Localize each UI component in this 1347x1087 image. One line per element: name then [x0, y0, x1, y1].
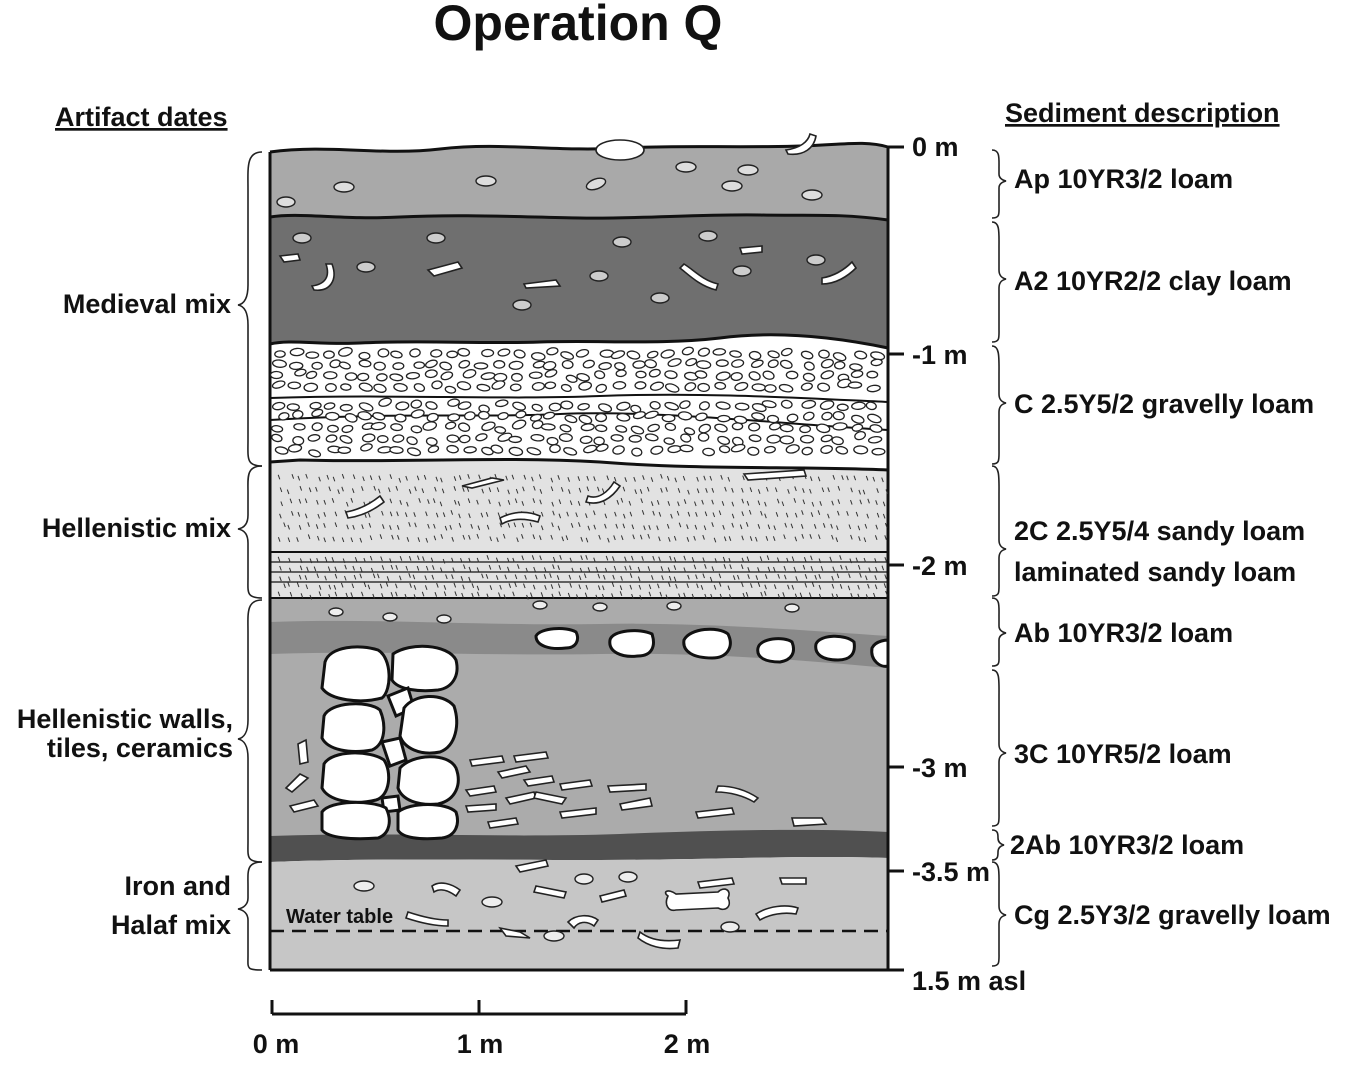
horizontal-scale-bar: 0 m 1 m 2 m [253, 1000, 711, 1059]
artifact-date-braces [237, 151, 263, 971]
sediment-2c-line2: laminated sandy loam [1014, 557, 1296, 587]
sediment-ap: Ap 10YR3/2 loam [1014, 164, 1233, 194]
layer-ap [270, 143, 888, 220]
artifact-date-hellenistic: Hellenistic mix [42, 513, 231, 543]
artifact-dates-header: Artifact dates [55, 102, 228, 132]
sediment-braces [991, 149, 1007, 967]
scale-label-1m: 1 m [457, 1029, 504, 1059]
layer-cg [270, 857, 888, 970]
depth-label-3-5m: -3.5 m [912, 857, 990, 887]
depth-label-3m: -3 m [912, 753, 968, 783]
artifact-fragments [276, 132, 858, 950]
sediment-c: C 2.5Y5/2 gravelly loam [1014, 389, 1314, 419]
stone-wall [320, 644, 460, 841]
layer-c-gravel [270, 334, 888, 470]
artifact-date-iron-line2: Halaf mix [111, 910, 231, 940]
scale-label-2m: 2 m [664, 1029, 711, 1059]
sediment-2c-line1: 2C 2.5Y5/4 sandy loam [1014, 516, 1305, 546]
sediment-cg: Cg 2.5Y3/2 gravelly loam [1014, 900, 1331, 930]
layer-a2 [270, 214, 888, 348]
depth-label-0m: 0 m [912, 132, 959, 162]
diagram-title: Operation Q [434, 0, 723, 51]
depth-label-2m: -2 m [912, 551, 968, 581]
depth-axis: 0 m -1 m -2 m -3 m -3.5 m 1.5 m asl [888, 132, 1026, 996]
depth-label-1m: -1 m [912, 340, 968, 370]
layer-2c-sandy [270, 459, 888, 598]
sediment-2ab: 2Ab 10YR3/2 loam [1010, 830, 1244, 860]
artifact-date-iron-line1: Iron and [125, 871, 232, 901]
sediment-a2: A2 10YR2/2 clay loam [1014, 266, 1292, 296]
artifact-date-hellenistic-walls-line2: tiles, ceramics [47, 733, 233, 763]
artifact-date-medieval: Medieval mix [63, 289, 231, 319]
scale-label-0m: 0 m [253, 1029, 300, 1059]
sediment-description-header: Sediment description [1005, 98, 1280, 128]
water-table-label: Water table [286, 906, 393, 928]
artifact-date-labels: Medieval mix Hellenistic mix Hellenistic… [17, 289, 233, 940]
depth-label-asl: 1.5 m asl [912, 966, 1026, 996]
sediment-labels: Ap 10YR3/2 loam A2 10YR2/2 clay loam C 2… [1010, 164, 1331, 930]
layer-ab [270, 620, 888, 668]
sediment-ab: Ab 10YR3/2 loam [1014, 618, 1233, 648]
artifact-date-hellenistic-walls-line1: Hellenistic walls, [17, 704, 233, 734]
sediment-3c: 3C 10YR5/2 loam [1014, 739, 1232, 769]
section-profile [268, 141, 890, 972]
